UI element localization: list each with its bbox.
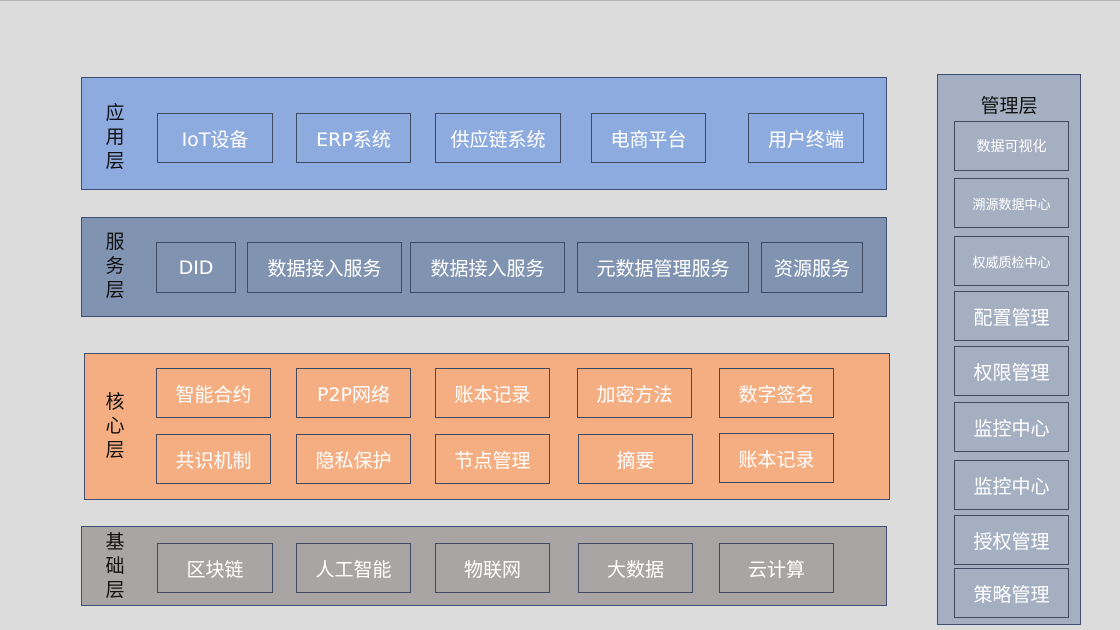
- base-item-bigdata[interactable]: 大数据: [578, 543, 693, 593]
- mgmt-item-data-visualization[interactable]: 数据可视化: [954, 121, 1069, 171]
- core-item-digest[interactable]: 摘要: [578, 434, 693, 484]
- service-layer-label: 服 务 层: [105, 230, 125, 302]
- app-item-supply-chain[interactable]: 供应链系统: [435, 113, 561, 163]
- mgmt-item-policy-management[interactable]: 策略管理: [954, 568, 1069, 618]
- label-char: 服: [105, 231, 125, 253]
- svc-item-data-access-2[interactable]: 数据接入服务: [410, 242, 565, 293]
- base-item-cloud[interactable]: 云计算: [719, 543, 834, 593]
- svc-item-data-access-1[interactable]: 数据接入服务: [247, 242, 402, 293]
- core-item-ledger-2[interactable]: 账本记录: [719, 433, 834, 483]
- label-char: 层: [105, 150, 125, 172]
- label-char: 心: [105, 415, 125, 437]
- mgmt-item-authorization-management[interactable]: 授权管理: [954, 515, 1069, 565]
- label-char: 层: [105, 579, 125, 601]
- mgmt-item-monitoring-center-2[interactable]: 监控中心: [954, 460, 1069, 510]
- core-item-ledger-1[interactable]: 账本记录: [435, 368, 550, 418]
- core-item-encryption[interactable]: 加密方法: [577, 368, 692, 418]
- mgmt-item-inspection-center[interactable]: 权威质检中心: [954, 236, 1069, 286]
- application-layer-label: 应 用 层: [105, 101, 125, 173]
- label-char: 应: [105, 102, 125, 124]
- core-item-p2p[interactable]: P2P网络: [296, 368, 411, 418]
- label-char: 层: [105, 279, 125, 301]
- svc-item-did[interactable]: DID: [156, 242, 236, 293]
- mgmt-item-permission-management[interactable]: 权限管理: [954, 346, 1069, 396]
- svc-item-resource[interactable]: 资源服务: [761, 242, 863, 293]
- core-layer-label: 核 心 层: [105, 390, 125, 462]
- base-item-blockchain[interactable]: 区块链: [157, 543, 273, 593]
- label-char: 核: [105, 391, 125, 413]
- application-layer: 应 用 层 IoT设备 ERP系统 供应链系统 电商平台 用户终端: [81, 77, 887, 190]
- label-char: 务: [105, 255, 125, 277]
- core-layer: 核 心 层 智能合约 P2P网络 账本记录 加密方法 数字签名 共识机制 隐私保…: [84, 353, 890, 500]
- base-layer: 基 础 层 区块链 人工智能 物联网 大数据 云计算: [81, 526, 887, 606]
- core-item-smart-contract[interactable]: 智能合约: [156, 368, 271, 418]
- label-char: 层: [105, 439, 125, 461]
- base-item-iot[interactable]: 物联网: [435, 543, 550, 593]
- app-item-user-terminal[interactable]: 用户终端: [748, 113, 864, 163]
- core-item-node-management[interactable]: 节点管理: [435, 434, 550, 484]
- app-item-iot[interactable]: IoT设备: [157, 113, 273, 163]
- mgmt-item-config-management[interactable]: 配置管理: [954, 291, 1069, 341]
- base-item-ai[interactable]: 人工智能: [296, 543, 411, 593]
- service-layer: 服 务 层 DID 数据接入服务 数据接入服务 元数据管理服务 资源服务: [81, 217, 887, 317]
- app-item-ecommerce[interactable]: 电商平台: [591, 113, 706, 163]
- core-item-consensus[interactable]: 共识机制: [156, 434, 271, 484]
- management-layer: 管理层 数据可视化 溯源数据中心 权威质检中心 配置管理 权限管理 监控中心 监…: [937, 74, 1081, 625]
- core-item-digital-signature[interactable]: 数字签名: [719, 368, 834, 418]
- top-border-line: [0, 0, 1120, 1]
- svc-item-metadata[interactable]: 元数据管理服务: [577, 242, 749, 293]
- app-item-erp[interactable]: ERP系统: [296, 113, 411, 163]
- mgmt-item-traceability-center[interactable]: 溯源数据中心: [954, 178, 1069, 228]
- label-char: 基: [105, 531, 125, 553]
- mgmt-item-monitoring-center-1[interactable]: 监控中心: [954, 402, 1069, 452]
- management-layer-title: 管理层: [980, 95, 1038, 117]
- label-char: 用: [105, 126, 125, 148]
- core-item-privacy[interactable]: 隐私保护: [296, 434, 411, 484]
- label-char: 础: [105, 555, 125, 577]
- base-layer-label: 基 础 层: [105, 530, 125, 602]
